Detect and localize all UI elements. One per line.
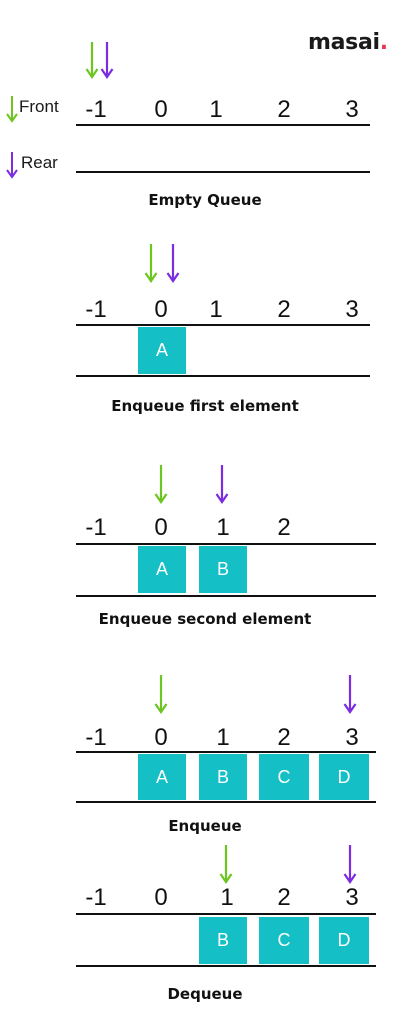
index-label: 3	[345, 884, 359, 911]
brand-name: masai	[308, 30, 380, 55]
queue-bottom-line	[76, 965, 376, 967]
index-label: 0	[154, 884, 168, 911]
rear-pointer-arrow-icon	[215, 465, 229, 504]
queue-cell: B	[199, 917, 247, 964]
queue-cell: A	[138, 546, 186, 593]
queue-bottom-line	[76, 801, 376, 803]
queue-bottom-line	[76, 595, 376, 597]
queue-top-line	[76, 124, 370, 126]
diagram-caption: Dequeue	[167, 985, 243, 1003]
queue-top-line	[76, 751, 376, 753]
index-label: 3	[345, 296, 359, 323]
queue-cell: D	[319, 917, 369, 964]
rear-pointer-arrow-icon	[100, 42, 114, 79]
index-label: 2	[277, 724, 291, 751]
front-legend-arrow-icon	[6, 96, 18, 123]
index-label: 3	[345, 96, 359, 123]
index-label: 2	[277, 296, 291, 323]
diagram-caption: Enqueue	[168, 817, 242, 835]
index-label: 0	[154, 724, 168, 751]
legend-front-label: Front	[19, 97, 59, 116]
rear-pointer-arrow-icon	[343, 845, 357, 884]
queue-top-line	[76, 543, 376, 545]
queue-bottom-line	[76, 375, 370, 377]
diagram-caption: Enqueue first element	[111, 397, 299, 415]
index-label: -1	[85, 96, 107, 123]
rear-legend-arrow-icon	[6, 152, 18, 179]
index-label: -1	[85, 724, 107, 751]
queue-cell: B	[199, 546, 247, 593]
brand-logo: masai.	[308, 30, 388, 55]
index-label: 2	[277, 514, 291, 541]
index-label: 1	[209, 96, 223, 123]
legend-rear-label: Rear	[21, 153, 58, 172]
rear-pointer-arrow-icon	[343, 675, 357, 714]
front-pointer-arrow-icon	[219, 845, 233, 884]
front-pointer-arrow-icon	[144, 244, 158, 283]
brand-dot: .	[379, 30, 388, 55]
queue-bottom-line	[76, 171, 370, 173]
index-label: 3	[345, 724, 359, 751]
index-label: -1	[85, 514, 107, 541]
diagram-caption: Enqueue second element	[98, 610, 312, 628]
queue-top-line	[76, 913, 376, 915]
index-label: 1	[216, 514, 230, 541]
rear-pointer-arrow-icon	[166, 244, 180, 283]
index-label: 1	[209, 296, 223, 323]
queue-cell: C	[259, 917, 309, 964]
diagram-caption: Empty Queue	[148, 191, 262, 209]
queue-cell: D	[319, 754, 369, 800]
index-label: -1	[85, 296, 107, 323]
index-label: 1	[216, 724, 230, 751]
front-pointer-arrow-icon	[154, 465, 168, 504]
index-label: 2	[277, 96, 291, 123]
front-pointer-arrow-icon	[85, 42, 99, 79]
index-label: 2	[277, 884, 291, 911]
front-pointer-arrow-icon	[154, 675, 168, 714]
queue-cell: A	[138, 754, 186, 800]
index-label: -1	[85, 884, 107, 911]
queue-cell: A	[138, 327, 186, 374]
queue-top-line	[76, 324, 370, 326]
index-label: 0	[154, 296, 168, 323]
index-label: 0	[154, 514, 168, 541]
queue-cell: C	[259, 754, 309, 800]
index-label: 0	[154, 96, 168, 123]
index-label: 1	[220, 884, 234, 911]
queue-cell: B	[199, 754, 247, 800]
